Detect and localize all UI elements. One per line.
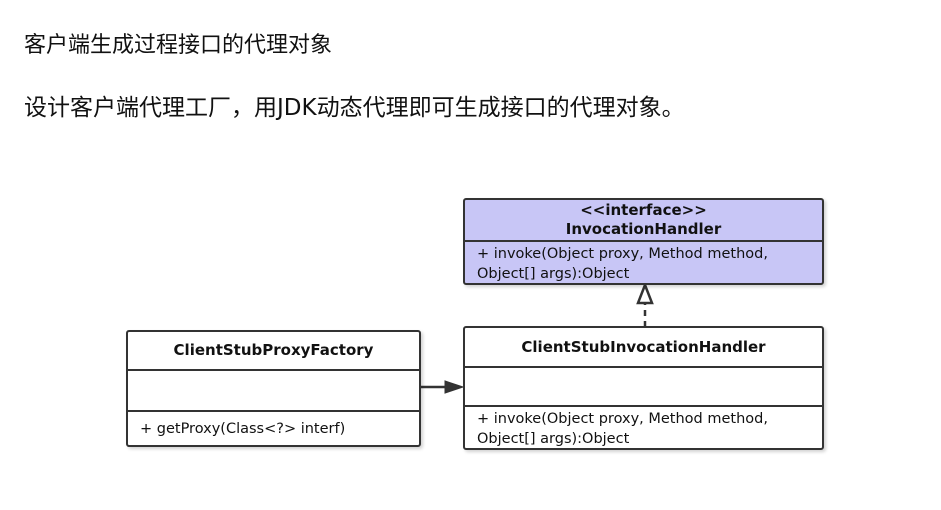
proxy-factory-name: ClientStubProxyFactory: [173, 341, 374, 359]
invocation-handler-class: <<interface>> InvocationHandler + invoke…: [463, 198, 824, 285]
association-arrowhead: [444, 380, 465, 394]
stub-handler-name: ClientStubInvocationHandler: [521, 337, 766, 356]
invocation-handler-name: InvocationHandler: [565, 220, 722, 238]
stub-handler-method-line-1: + invoke(Object proxy, Method method,: [477, 411, 768, 427]
stub-handler-attributes: [465, 368, 822, 407]
page-description: 设计客户端代理工厂，用JDK动态代理即可生成接口的代理对象。: [24, 95, 685, 121]
stub-handler-method-line-2: Object[] args):Object: [477, 431, 630, 447]
proxy-factory-class: ClientStubProxyFactory + getProxy(Class<…: [126, 330, 421, 447]
proxy-factory-methods: + getProxy(Class<?> interf): [128, 412, 419, 445]
invocation-handler-name-compartment: <<interface>> InvocationHandler: [465, 200, 822, 242]
interface-stereotype: <<interface>>: [580, 201, 707, 219]
stub-handler-name-compartment: ClientStubInvocationHandler: [465, 328, 822, 368]
invocation-handler-method-line-1: + invoke(Object proxy, Method method,: [477, 246, 768, 262]
stub-handler-methods: + invoke(Object proxy, Method method, Ob…: [465, 407, 822, 448]
proxy-factory-method-line-1: + getProxy(Class<?> interf): [140, 421, 346, 437]
proxy-factory-attributes: [128, 371, 419, 412]
proxy-factory-name-compartment: ClientStubProxyFactory: [128, 332, 419, 371]
stub-handler-class: ClientStubInvocationHandler + invoke(Obj…: [463, 326, 824, 450]
page-heading: 客户端生成过程接口的代理对象: [24, 33, 333, 58]
invocation-handler-method-line-2: Object[] args):Object: [477, 266, 630, 282]
realization-arrowhead: [636, 281, 654, 305]
invocation-handler-methods: + invoke(Object proxy, Method method, Ob…: [465, 242, 822, 283]
